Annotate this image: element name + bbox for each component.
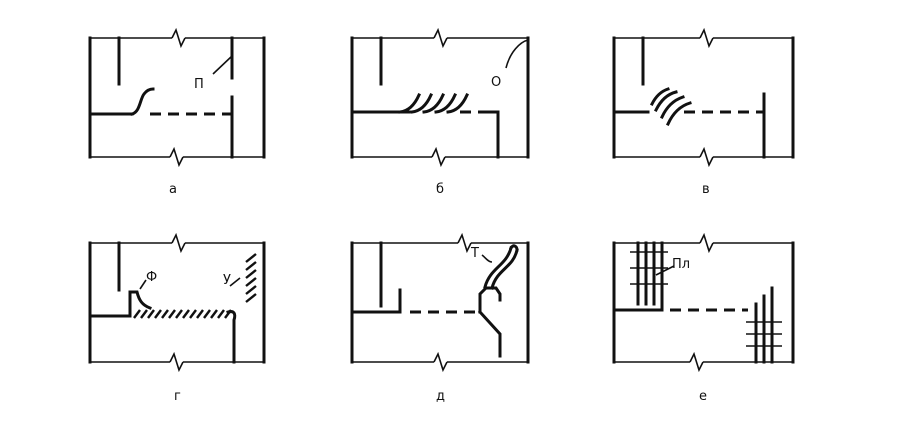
panel-e-rebar-bottom [746, 286, 782, 364]
panel-g-right-wall [226, 310, 237, 364]
panel-b: О б [350, 27, 530, 197]
panel-v: в [612, 27, 795, 197]
panel-g-tag-u: У [223, 273, 231, 288]
panel-b-tag: О [491, 75, 501, 90]
panel-d: Т д [350, 232, 530, 404]
panel-e: Пл е [612, 232, 795, 404]
panel-b-arcs [398, 93, 469, 114]
panel-a-caption: а [169, 182, 177, 197]
panel-e-leader [655, 265, 675, 276]
panel-g-leader-u [229, 277, 241, 287]
panel-e-frame [612, 232, 795, 373]
panel-v-caption: в [702, 182, 710, 197]
panel-a: П а [88, 27, 266, 197]
panel-a-tag: П [194, 77, 204, 92]
panel-g-frame [88, 232, 266, 373]
panel-d-tray [477, 286, 502, 358]
panel-e-caption: е [699, 389, 707, 404]
panel-d-frame [350, 232, 530, 373]
panel-g: Ф У г [88, 232, 266, 404]
panel-g-hatched-slab [133, 309, 232, 319]
panel-d-leader [481, 254, 493, 263]
panel-b-caption: б [436, 182, 444, 197]
panel-g-tag-f: Ф [146, 270, 157, 285]
panel-v-waves [649, 87, 692, 126]
panel-b-frame [350, 27, 530, 168]
panel-v-frame [612, 27, 795, 168]
panel-d-caption: д [436, 389, 445, 404]
panel-b-arc-leader [505, 39, 529, 69]
panel-g-leader-f [139, 279, 147, 290]
panel-e-tag: Пл [672, 257, 690, 272]
panel-g-hatched-column [245, 253, 257, 303]
panel-g-formwork [128, 290, 152, 318]
panel-d-pipe [483, 244, 519, 290]
panel-a-flex-element [130, 87, 155, 116]
panel-d-tag: Т [470, 246, 479, 261]
panel-g-caption: г [174, 389, 181, 404]
panel-a-leader [212, 55, 233, 75]
panel-a-frame [88, 27, 266, 168]
panel-e-rebar-top [630, 241, 668, 306]
